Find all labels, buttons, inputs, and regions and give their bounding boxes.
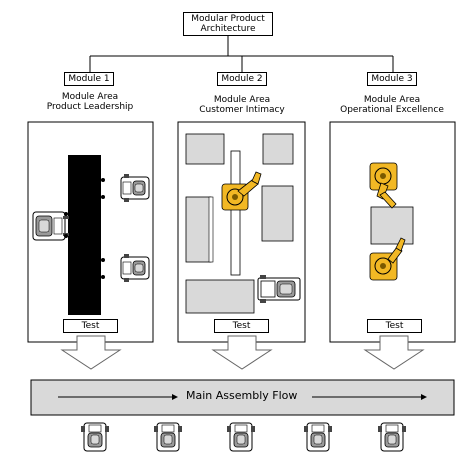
module-1-agv-left [32, 211, 69, 241]
module-1-caption: Module Area Product Leadership [30, 92, 150, 112]
module-2-test-box: Test [214, 319, 269, 333]
module-1-test-box: Test [63, 319, 118, 333]
module-1-tag-label: Module 1 [68, 74, 110, 84]
root-title-line1: Modular Product [191, 14, 265, 24]
module-2-tag-label: Module 2 [221, 74, 263, 84]
module-2-focus: Customer Intimacy [199, 105, 285, 115]
module-3-focus: Operational Excellence [340, 105, 444, 115]
module-2-caption: Module Area Customer Intimacy [182, 95, 302, 115]
module-3-area: Module Area [363, 95, 421, 105]
module-2-tag: Module 2 [217, 72, 267, 86]
module-2-robot-arm [221, 171, 262, 211]
module-2-panel-bottom [185, 279, 255, 314]
module-2-panel-top-right [262, 133, 294, 165]
module-2-area: Module Area [213, 95, 271, 105]
root-title-line2: Architecture [200, 24, 256, 34]
main-assembly-flow-label: Main Assembly Flow [186, 389, 298, 402]
module-2-panel-left [185, 196, 212, 263]
module-3-test-label: Test [385, 321, 404, 331]
module-1-conveyor [68, 155, 101, 315]
module-1-tag: Module 1 [64, 72, 114, 86]
module-3-caption: Module Area Operational Excellence [322, 95, 462, 115]
module-3-tag-label: Module 3 [371, 74, 413, 84]
root-node: Modular Product Architecture [183, 12, 273, 36]
module-2-output-arrow [211, 335, 273, 370]
module-2-panel-left-edge [208, 196, 214, 263]
module-3-test-box: Test [367, 319, 422, 333]
module-2-panel-right [261, 185, 294, 242]
module-1-area: Module Area [61, 92, 119, 102]
module-3-tag: Module 3 [367, 72, 417, 86]
module-2-agv [257, 275, 301, 303]
module-2-rail [230, 150, 241, 276]
module-1-test-label: Test [81, 321, 100, 331]
module-3-robot-top [369, 162, 398, 209]
module-1-focus: Product Leadership [46, 102, 134, 112]
module-2-test-label: Test [232, 321, 251, 331]
module-3-robot-bottom [369, 237, 406, 281]
module-2-panel-top-left [185, 133, 225, 165]
module-3-output-arrow [363, 335, 425, 370]
module-1-output-arrow [60, 335, 122, 370]
